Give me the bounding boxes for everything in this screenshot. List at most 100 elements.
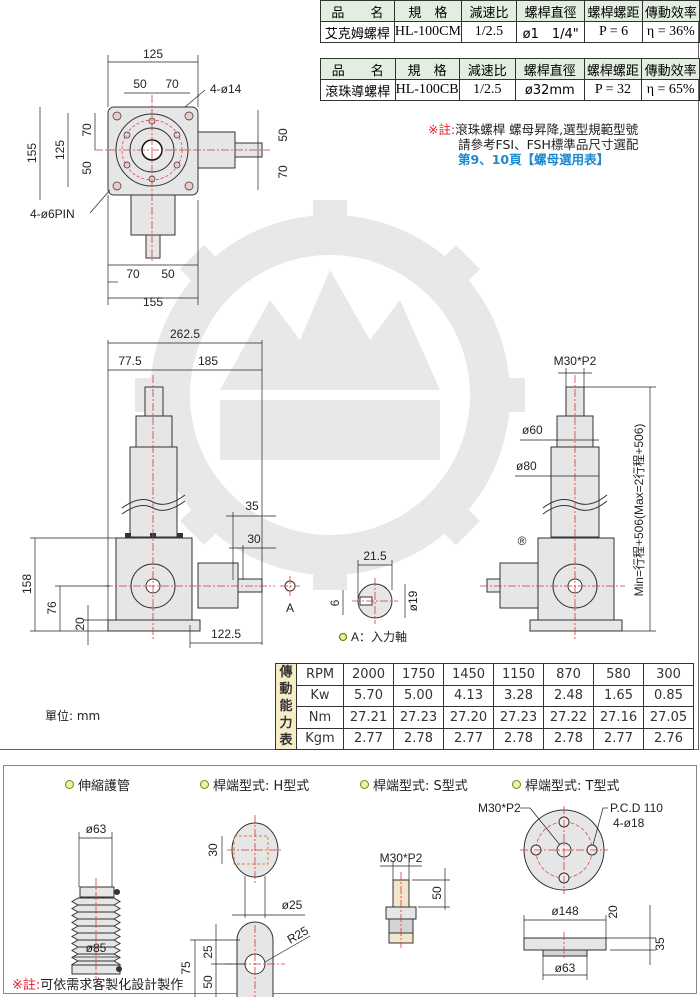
t-type-rod-end-drawing: M30*P2 P.C.D 110 4-ø18 ø148 20 35 ø63	[478, 801, 667, 980]
bullet-icon	[512, 780, 521, 789]
header-diameter: 螺桿直徑	[514, 58, 585, 80]
bellows-title: 伸縮護管	[65, 775, 130, 794]
dim-262-5: 262.5	[170, 327, 200, 341]
performance-cell: 1.65	[593, 684, 644, 707]
dim-125-v: 125	[53, 140, 67, 160]
performance-cell: 2.48	[543, 684, 594, 707]
header-efficiency: 傳動效率	[641, 0, 700, 22]
row-header: RPM	[296, 663, 344, 686]
registered-mark: ®	[518, 534, 527, 548]
label-char: 表	[279, 733, 293, 748]
cell-ratio: 1/2.5	[460, 21, 517, 43]
dim-35: 35	[245, 499, 259, 513]
customization-note-text: 可依需求客製化設計製作	[40, 978, 184, 993]
row-header: Kw	[296, 684, 344, 707]
performance-cell: 2000	[343, 663, 394, 686]
input-shaft-legend: A：入力軸	[351, 630, 407, 644]
legend-marker-icon	[338, 632, 348, 642]
t-pcd: P.C.D 110	[610, 801, 663, 815]
note-page-reference: 第9、10頁【螺母選用表】	[458, 152, 610, 167]
cell-pitch: P = 32	[583, 79, 643, 101]
s-type-rod-end-drawing: M30*P2 50	[380, 851, 450, 948]
performance-cell: 27.20	[443, 706, 494, 729]
h-type-rod-end-drawing: 30 ø25 R25 75 25 50	[179, 815, 311, 997]
header-ratio: 減速比	[460, 0, 517, 22]
cell-name: 艾克姆螺桿	[320, 21, 395, 43]
cell-efficiency: η = 36%	[641, 21, 700, 43]
header-model: 規 格	[394, 58, 460, 80]
performance-cell: 5.70	[343, 684, 394, 707]
cell-diameter: ø1 1/4"	[515, 21, 586, 43]
header-pitch: 螺桿螺距	[584, 0, 643, 22]
dim-70-r: 70	[276, 165, 290, 179]
dim-80: ø80	[516, 459, 537, 473]
s-type-title: 桿端型式: S型式	[360, 775, 468, 794]
dim-t-148: ø148	[551, 904, 579, 918]
dim-t-63: ø63	[555, 961, 576, 975]
performance-cell: 4.13	[443, 684, 494, 707]
dim-t-35: 35	[653, 937, 667, 951]
t-thread-spec: M30*P2	[478, 801, 521, 815]
bellows-title-text: 伸縮護管	[78, 779, 131, 794]
performance-cell: 580	[593, 663, 644, 686]
dim-50: 50	[133, 77, 147, 91]
label-char: 傳	[279, 665, 293, 680]
side-view-drawing: A 262.5 77.5 185 35 30 158 76 20 122.5	[20, 327, 300, 648]
lower-frame	[3, 765, 697, 994]
s-thread-spec: M30*P2	[380, 851, 423, 865]
front-view-drawing: M30*P2 ø60 ø80 Min=行程+506(Max=2行程+506) ®	[480, 354, 656, 640]
dim-h-50: 50	[201, 975, 215, 989]
header-pitch: 螺桿螺距	[583, 58, 643, 80]
t-type-title-text: 桿端型式: T型式	[525, 779, 620, 794]
customization-note: ※註:可依需求客製化設計製作	[12, 974, 183, 993]
dim-h-75: 75	[179, 961, 193, 975]
performance-cell: 27.22	[543, 706, 594, 729]
note-line-1: 滾珠螺桿 螺母昇降,選型規範型號	[455, 122, 639, 137]
dim-125: 125	[143, 47, 163, 61]
note-line-2: 請參考FSI、FSH標準品尺寸選配	[458, 137, 639, 152]
header-efficiency: 傳動效率	[641, 58, 700, 80]
performance-cell: 27.16	[593, 706, 644, 729]
dim-63: ø63	[86, 822, 107, 836]
upper-frame	[0, 0, 699, 750]
label-char: 力	[279, 716, 293, 731]
h-type-title-text: 桿端型式: H型式	[213, 779, 310, 794]
dim-70-b: 70	[126, 267, 140, 281]
performance-cell: 2.77	[593, 727, 644, 750]
h-type-title: 桿端型式: H型式	[200, 775, 309, 794]
customization-note-prefix: ※註:	[12, 978, 41, 993]
cell-name: 滾珠導螺桿	[320, 79, 396, 101]
t-type-title: 桿端型式: T型式	[512, 775, 619, 794]
cell-model: HL-100CM	[393, 21, 462, 43]
thread-spec: M30*P2	[554, 354, 597, 368]
cell-ratio: 1/2.5	[458, 79, 516, 101]
cell-model: HL-100CB	[394, 79, 460, 101]
performance-cell: 870	[543, 663, 594, 686]
note-prefix: ※註:	[428, 122, 456, 137]
performance-cell: 27.05	[643, 706, 694, 729]
dim-122-5: 122.5	[211, 627, 241, 641]
dim-21-5: 21.5	[363, 549, 387, 563]
dim-76: 76	[45, 601, 59, 615]
s-type-title-text: 桿端型式: S型式	[373, 779, 468, 794]
dim-50-r: 50	[276, 128, 290, 142]
label-char: 動	[279, 682, 293, 697]
dim-155-v: 155	[25, 143, 39, 163]
row-header: Kgm	[296, 727, 344, 750]
ball-screw-note: ※註:滾珠螺桿 螺母昇降,選型規範型號 請參考FSI、FSH標準品尺寸選配 第9…	[428, 122, 638, 167]
pin-label: 4-ø6PIN	[30, 207, 75, 221]
row-header: Nm	[296, 706, 344, 729]
dim-h-25-v: 25	[201, 945, 215, 959]
performance-cell: 2.77	[443, 727, 494, 750]
dim-20: 20	[73, 617, 87, 631]
input-point-label: A	[286, 601, 294, 615]
performance-cell: 27.23	[393, 706, 444, 729]
bellows-drawing: ø63 ø85	[71, 822, 122, 980]
dim-70: 70	[165, 77, 179, 91]
dim-60: ø60	[522, 423, 543, 437]
dim-158: 158	[20, 574, 34, 594]
performance-cell: 1150	[493, 663, 544, 686]
dim-t-20: 20	[606, 905, 620, 919]
